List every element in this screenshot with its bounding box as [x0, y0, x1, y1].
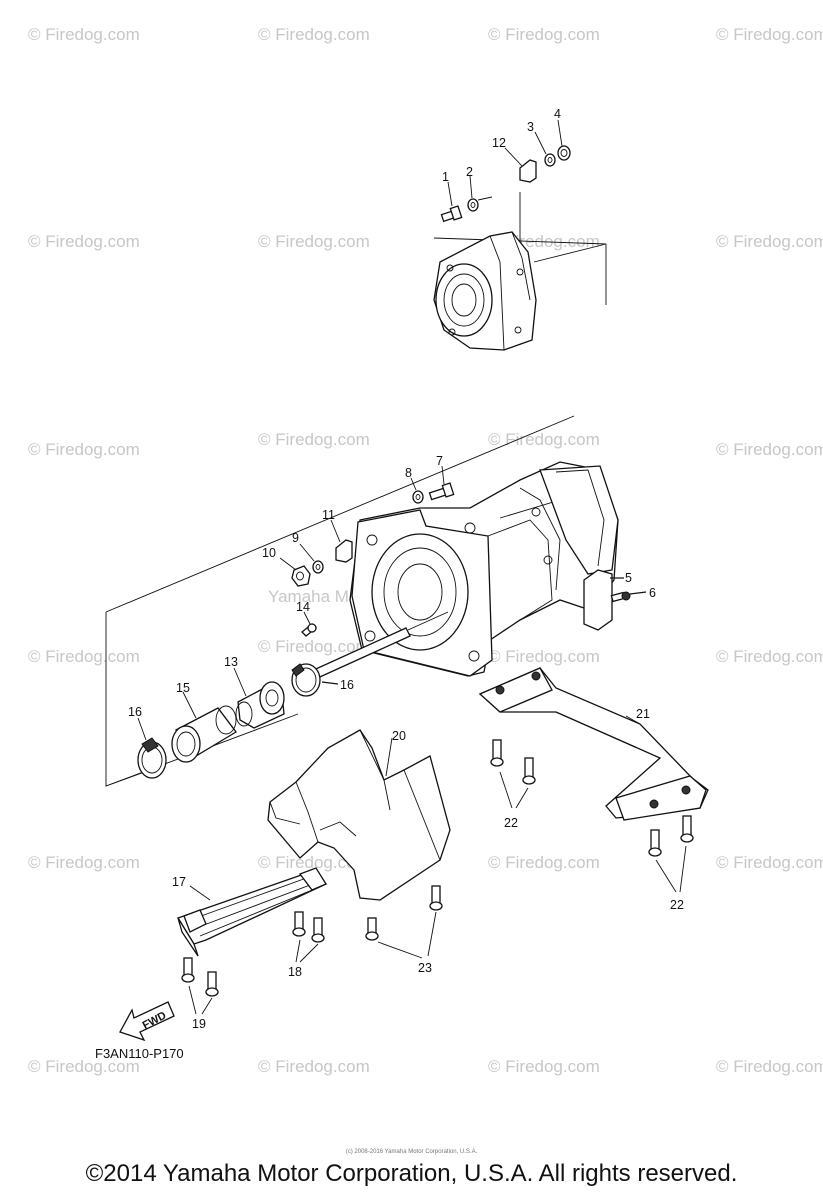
screw-14 — [301, 611, 317, 637]
callout-10: 10 — [262, 546, 276, 560]
diagram-code: F3AN110-P170 — [95, 1046, 184, 1061]
callout-11: 11 — [322, 508, 335, 522]
watermark: © Firedog.com — [28, 647, 140, 666]
callout-7: 7 — [436, 454, 443, 468]
callout-23: 23 — [418, 961, 432, 975]
watermark: © Firedog.com — [716, 647, 823, 666]
callout-9: 9 — [292, 531, 299, 545]
bolt-23 — [365, 885, 443, 959]
callout-5: 5 — [625, 571, 632, 585]
center-watermark-site: © Firedog.com — [258, 637, 370, 656]
callout-8: 8 — [405, 466, 412, 480]
watermark: © Firedog.com — [716, 232, 823, 251]
callout-12: 12 — [492, 136, 506, 150]
washer-3 — [534, 131, 556, 167]
watermark: © Firedog.com — [488, 853, 600, 872]
screw-6 — [610, 591, 647, 603]
callout-14: 14 — [296, 600, 310, 614]
damper-13 — [233, 667, 285, 729]
watermark: © Firedog.com — [488, 430, 600, 449]
callout-3: 3 — [527, 120, 534, 134]
watermark: © Firedog.com — [258, 232, 370, 251]
callout-numbers: 1 2 3 4 12 7 8 11 9 10 5 6 14 13 15 16 1… — [128, 107, 684, 1031]
callout-13: 13 — [224, 655, 238, 669]
bolt-19 — [181, 957, 219, 1015]
watermark: © Firedog.com — [488, 1057, 600, 1076]
washer-9 — [299, 543, 324, 574]
bolt-18 — [292, 911, 325, 963]
watermark: © Firedog.com — [258, 853, 370, 872]
clamp-16-left — [137, 717, 167, 779]
watermark: © Firedog.com — [28, 440, 140, 459]
callout-4: 4 — [554, 107, 561, 121]
watermark: © Firedog.com — [258, 430, 370, 449]
watermark: © Firedog.com — [28, 1057, 140, 1076]
callout-15: 15 — [176, 681, 190, 695]
watermark: © Firedog.com — [28, 853, 140, 872]
callout-18: 18 — [288, 965, 302, 979]
callout-22-upper: 22 — [504, 816, 518, 830]
watermark: © Firedog.com — [28, 25, 140, 44]
bracket-12 — [504, 147, 537, 183]
callout-2: 2 — [466, 165, 473, 179]
ride-plate-21 — [478, 667, 709, 821]
tiny-copyright: (c) 2008-2016 Yamaha Motor Corporation, … — [345, 1149, 478, 1155]
nut-4 — [557, 119, 571, 161]
callout-22-lower: 22 — [670, 898, 684, 912]
callout-6: 6 — [649, 586, 656, 600]
bracket-11 — [330, 519, 353, 563]
bolt-7 — [428, 465, 455, 501]
fwd-arrow-icon: FWD — [119, 1001, 175, 1042]
watermark: © Firedog.com — [716, 25, 823, 44]
clamp-16-right — [291, 663, 339, 697]
callout-16-right: 16 — [340, 678, 354, 692]
watermark: © Firedog.com — [716, 440, 823, 459]
assembly-outline — [105, 192, 607, 787]
watermark: © Firedog.com — [716, 853, 823, 872]
intake-grate-17 — [177, 867, 328, 957]
callout-19: 19 — [192, 1017, 206, 1031]
bolt-1 — [440, 181, 463, 223]
callout-17: 17 — [172, 875, 186, 889]
washer-8 — [410, 477, 424, 504]
watermark: © Firedog.com — [258, 25, 370, 44]
intake-duct-20 — [267, 729, 451, 901]
callout-20: 20 — [392, 729, 406, 743]
washer-2 — [467, 175, 493, 212]
jet-pump-housing — [349, 461, 619, 677]
bolt-22-lower — [648, 815, 694, 893]
watermark: © Firedog.com — [488, 647, 600, 666]
hose-15 — [171, 691, 237, 763]
copyright-footer: ©2014 Yamaha Motor Corporation, U.S.A. A… — [85, 1160, 738, 1187]
nut-10 — [279, 557, 311, 587]
bolt-22-upper — [490, 739, 536, 809]
callout-1: 1 — [442, 170, 449, 184]
watermark: © Firedog.com — [258, 1057, 370, 1076]
watermark: © Firedog.com — [716, 1057, 823, 1076]
bearing-housing — [433, 231, 537, 351]
callout-21: 21 — [636, 707, 650, 721]
watermark: © Firedog.com — [488, 25, 600, 44]
watermark: © Firedog.com — [28, 232, 140, 251]
pad-5 — [583, 569, 624, 631]
callout-16-left: 16 — [128, 705, 142, 719]
